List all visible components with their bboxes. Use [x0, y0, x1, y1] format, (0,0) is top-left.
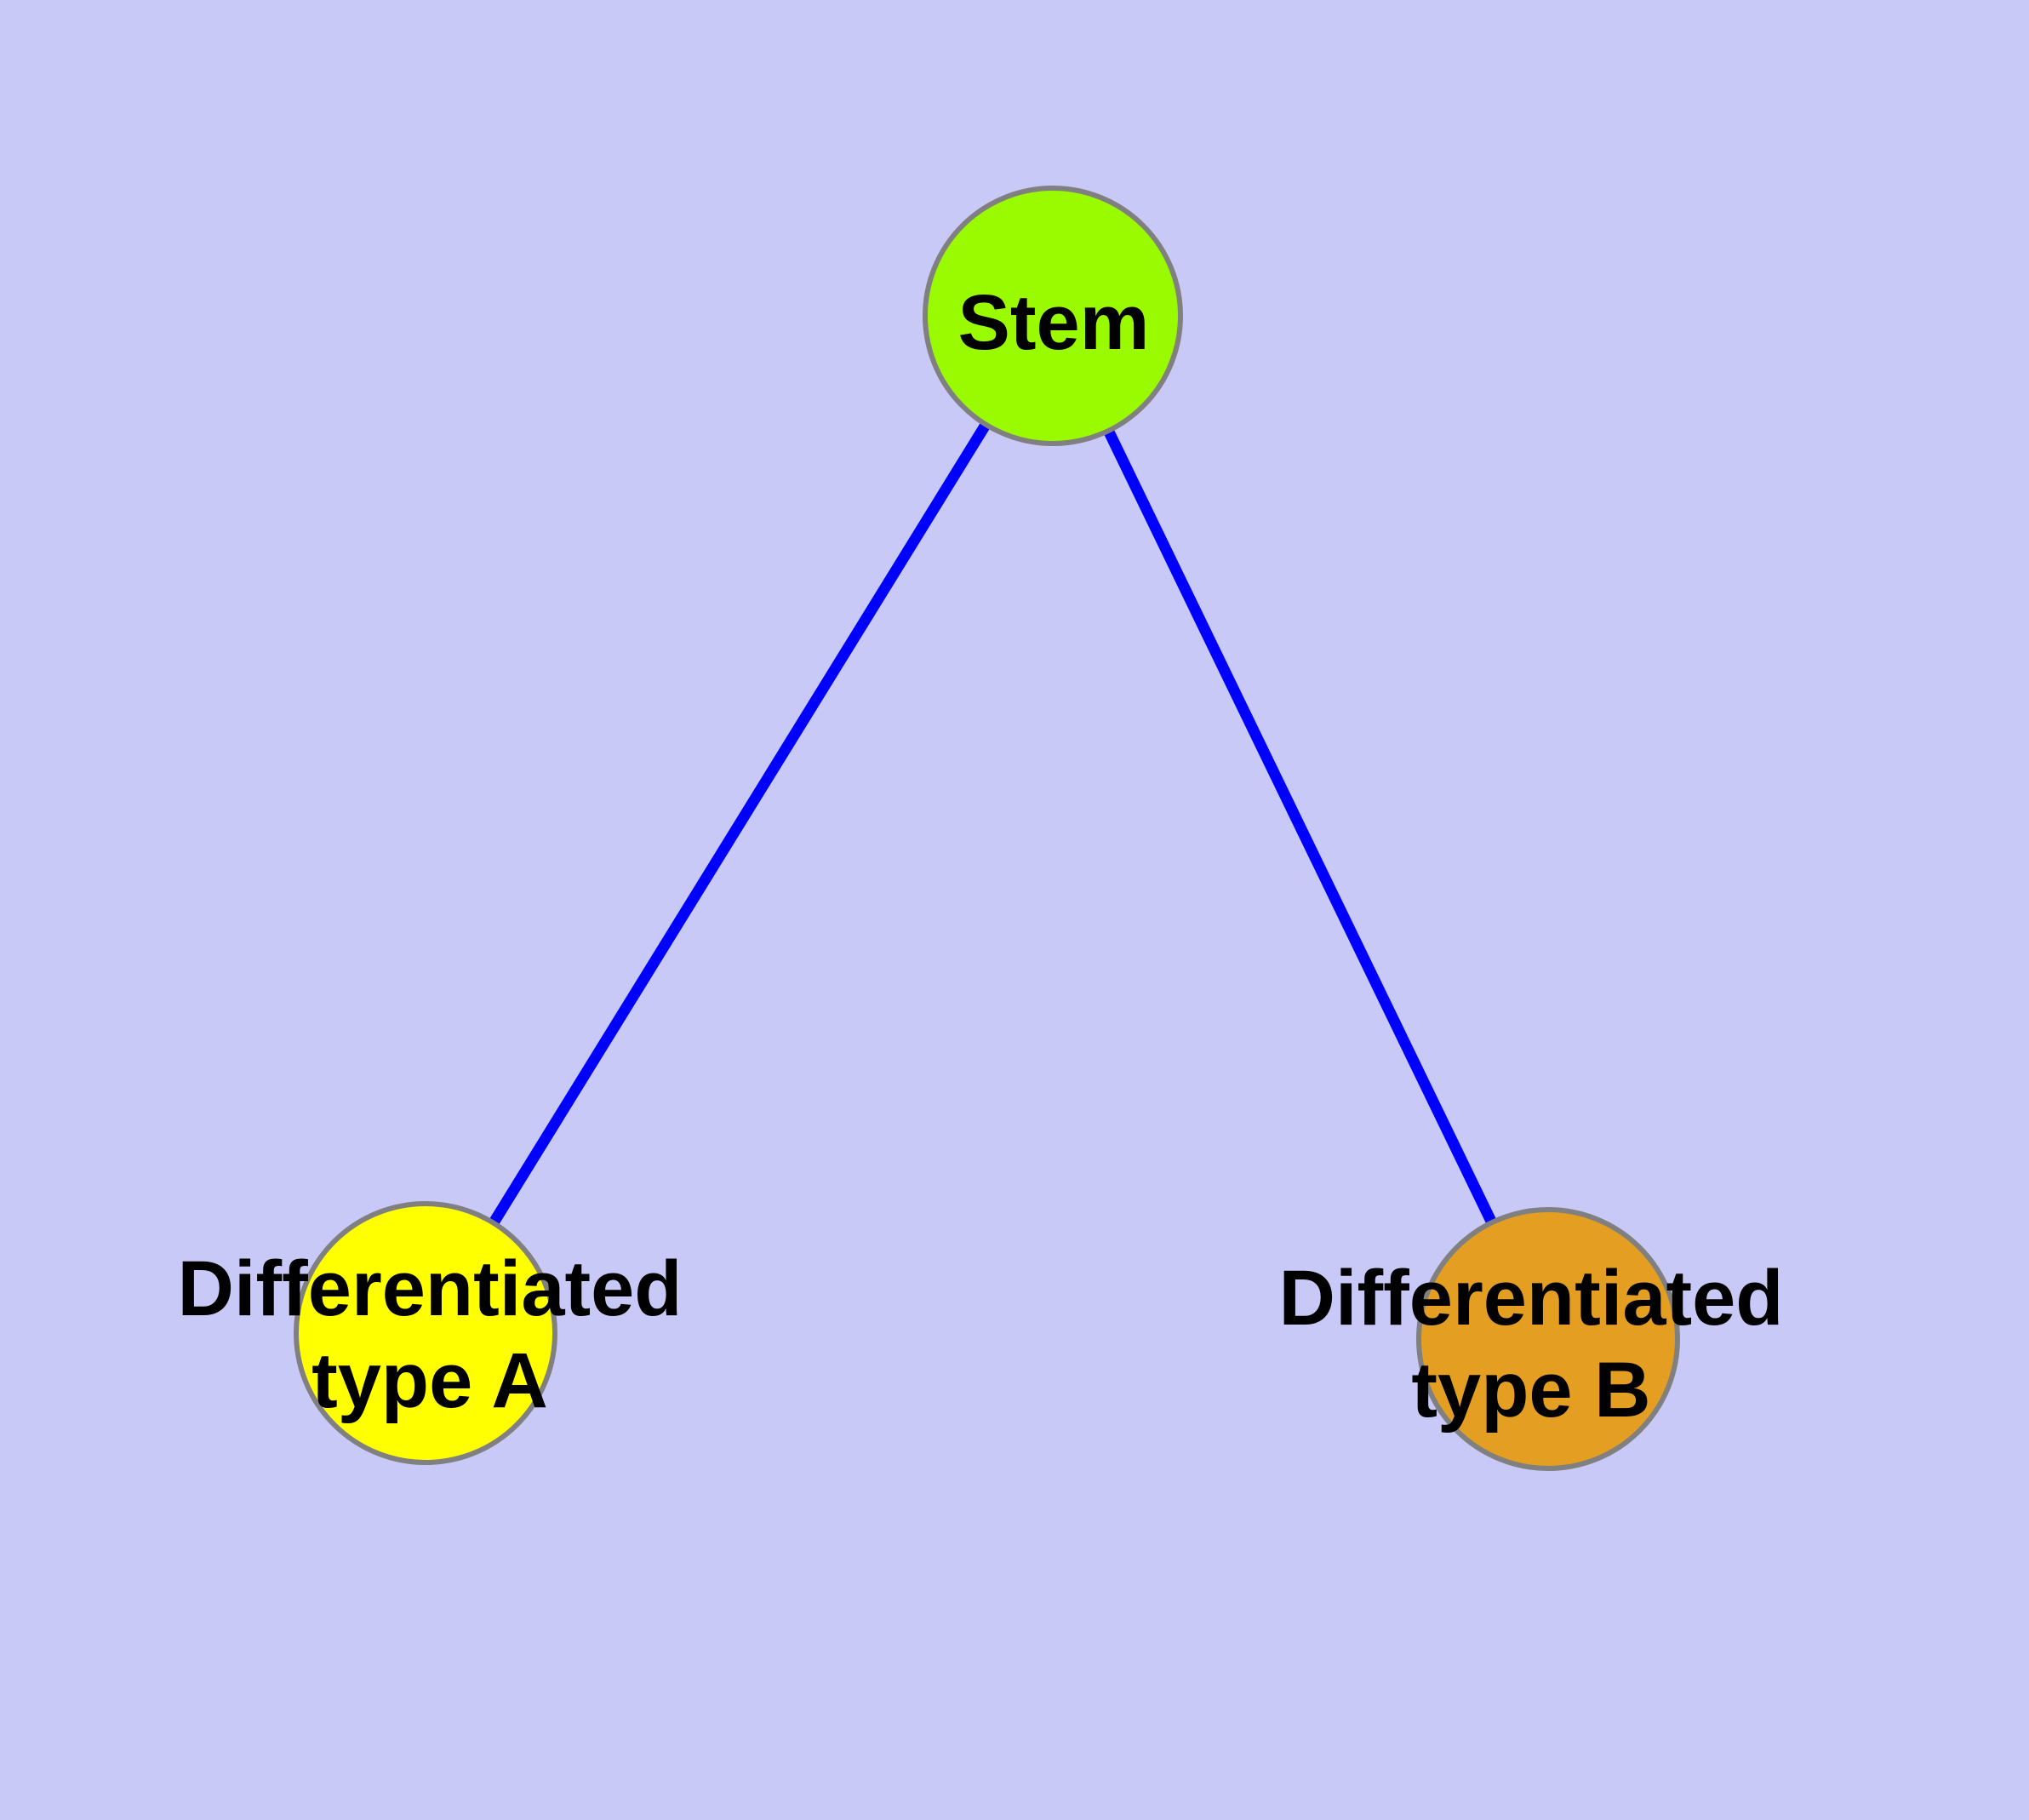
edge-stem-to-type-b	[1048, 313, 1553, 1342]
node-type-b-label-line1: Differentiated	[1279, 1255, 1784, 1342]
node-type-a-label-line1: Differentiated	[178, 1245, 683, 1332]
node-type-b-label-line2: type B	[1411, 1347, 1650, 1434]
edge-stem-to-type-a	[420, 312, 1058, 1336]
node-stem-label: Stem	[958, 279, 1150, 366]
node-differentiated-type-b	[1416, 1207, 1680, 1471]
node-stem	[923, 186, 1183, 446]
node-type-a-label-line2: type A	[311, 1337, 548, 1424]
node-differentiated-type-a	[294, 1201, 557, 1465]
